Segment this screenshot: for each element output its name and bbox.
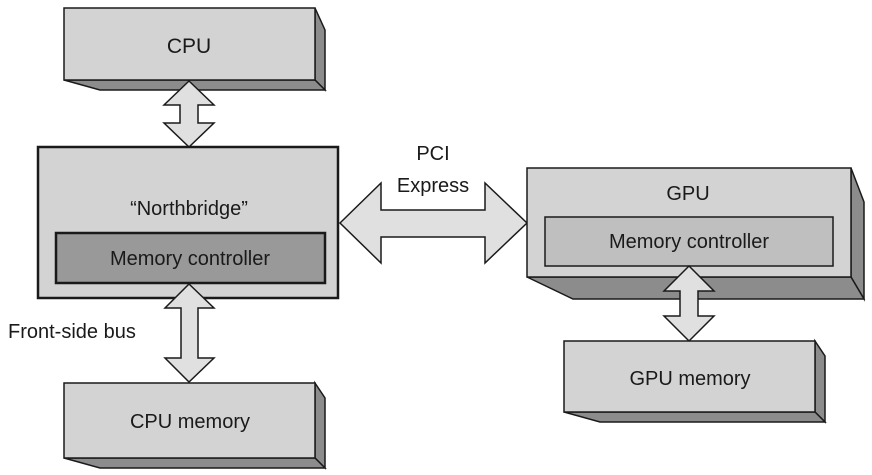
gpu-memory-controller-label: Memory controller <box>609 231 769 253</box>
front-side-bus-arrow <box>163 282 216 384</box>
pci-express-label-line1: PCI <box>416 143 449 165</box>
northbridge-label: “Northbridge” <box>130 198 248 220</box>
gpu-label: GPU <box>666 183 709 205</box>
cpu-box-face <box>63 7 316 81</box>
cpu-memory-label: CPU memory <box>130 411 250 433</box>
pci-express-label-line2: Express <box>397 175 469 197</box>
cpu-box-side <box>314 7 326 92</box>
gpu-memory-box: GPU memory <box>563 338 827 424</box>
front-side-bus-label: Front-side bus <box>8 321 136 343</box>
northbridge-box: “Northbridge” Memory controller <box>36 145 340 300</box>
gpu-memory-box-bottom <box>563 411 827 423</box>
cpu-northbridge-arrow <box>162 79 216 149</box>
cpu-memory-box-face <box>63 382 316 459</box>
cpu-memory-box-bottom <box>63 457 327 469</box>
cpu-memory-box-side <box>314 380 326 470</box>
gpu-memory-box-face <box>563 340 816 413</box>
gpu-memory-label: GPU memory <box>629 368 750 390</box>
cpu-memory-box: CPU memory <box>63 380 327 470</box>
gpu-box: GPU Memory controller <box>526 167 866 302</box>
gpu-memory-box-side <box>814 338 826 424</box>
northbridge-memory-controller-label: Memory controller <box>110 248 270 270</box>
cpu-label: CPU <box>167 35 211 58</box>
cpu-box: CPU <box>63 7 327 92</box>
northbridge-memory-controller <box>54 231 327 285</box>
gpu-memory-controller <box>544 216 834 267</box>
